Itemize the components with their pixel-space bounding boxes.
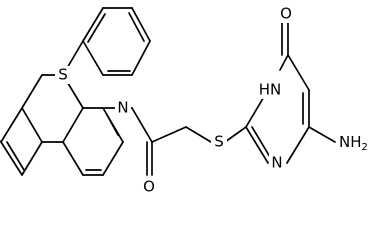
pyrimidine-nh-label: HN [259,81,282,99]
carbonyl-oxygen-label: O [143,178,155,196]
phenothiazine-bonds [0,7,153,176]
pyrimidine-nitrogen-label: N [271,154,282,172]
linker-bonds [146,126,247,176]
pyrimidine-bonds [245,21,336,164]
pyrimidinone-oxygen-label: O [280,5,292,23]
ring-nitrogen-label: N [117,99,128,117]
amino-main-label: NH [339,133,362,151]
ring-sulfur-label: S [58,66,68,84]
amino-group-label: NH2 [339,133,368,154]
amino-subscript-label: 2 [362,142,368,153]
chemical-structure: S N O S HN N O NH2 [0,4,371,196]
atom-labels: S N O S HN N O NH2 [55,5,371,196]
thioether-sulfur-label: S [214,133,224,151]
